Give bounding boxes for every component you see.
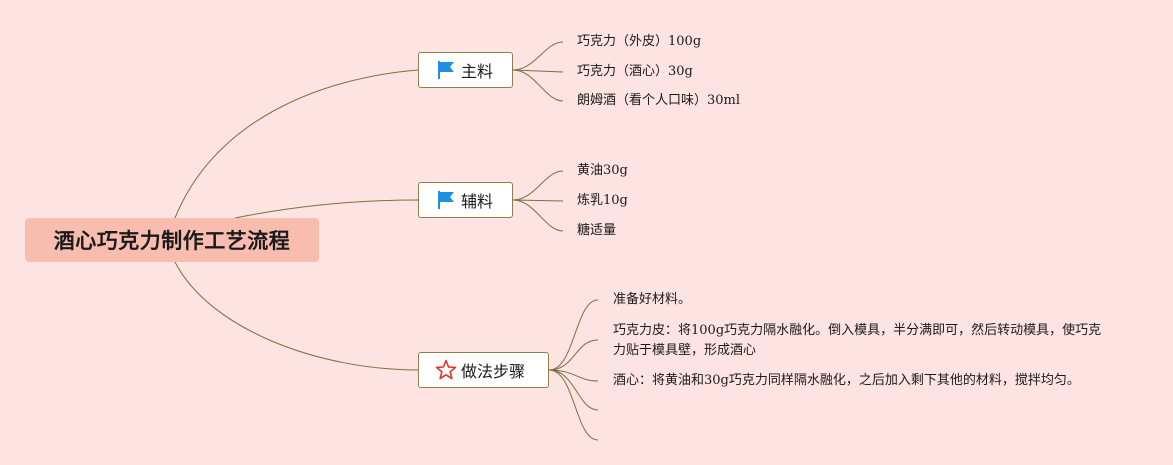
leaf-item[interactable]: 巧克力皮：将100g巧克力隔水融化。倒入模具，半分满即可，然后转动模具，使巧克力… (613, 323, 1102, 358)
flag-icon (435, 59, 457, 81)
edge-aux-1 (512, 170, 564, 201)
edge-aux-3 (512, 199, 564, 232)
edge-aux-2 (512, 199, 564, 202)
edge-steps-5 (548, 369, 599, 441)
leaf-item[interactable]: 糖适量 (577, 223, 617, 238)
edge-steps-4 (548, 369, 599, 411)
edge-root-aux (234, 199, 419, 219)
edge-steps-1 (548, 299, 599, 371)
leaf-item[interactable]: 炼乳10g (577, 193, 628, 208)
branch-aux-ingredients[interactable]: 辅料 (418, 182, 513, 218)
leaf-item[interactable]: 巧克力（酒心）30g (577, 64, 693, 79)
edge-main-1 (512, 41, 564, 71)
root-topic[interactable]: 酒心巧克力制作工艺流程 (25, 218, 319, 262)
branch-label: 主料 (461, 62, 494, 81)
leaf-item[interactable]: 酒心：将黄油和30g巧克力同样隔水融化，之后加入剩下其他的材料，搅拌均匀。 (613, 373, 1080, 388)
edge-main-2 (512, 69, 564, 73)
star-icon (435, 359, 457, 381)
leaf-item[interactable]: 朗姆酒（看个人口味）30ml (577, 93, 741, 108)
leaf-item[interactable]: 准备好材料。 (613, 292, 692, 307)
leaf-item[interactable]: 巧克力（外皮）100g (577, 34, 702, 49)
branch-main-ingredients[interactable]: 主料 (418, 52, 513, 88)
branch-label: 做法步骤 (461, 362, 526, 381)
branch-label: 辅料 (461, 192, 494, 211)
root-title: 酒心巧克力制作工艺流程 (53, 229, 291, 253)
leaf-item[interactable]: 黄油30g (577, 163, 628, 178)
branch-steps[interactable]: 做法步骤 (418, 352, 549, 388)
edge-root-main (174, 69, 419, 219)
edge-root-steps (174, 261, 419, 371)
edge-steps-2 (548, 339, 599, 371)
flag-icon (435, 189, 457, 211)
edge-main-3 (512, 69, 564, 102)
